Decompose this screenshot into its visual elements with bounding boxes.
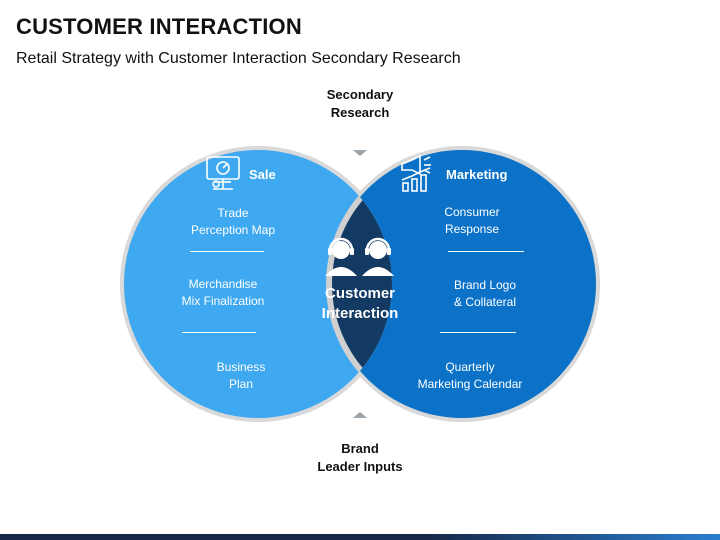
top-label-line1: Secondary	[326, 87, 394, 102]
bottom-pointer-icon	[353, 412, 367, 418]
sale-item-2-line1: Merchandise	[188, 277, 258, 291]
sale-heading: Sale	[249, 167, 276, 182]
footer-accent-bar	[0, 534, 720, 540]
top-label: Secondary Research	[300, 86, 420, 122]
sale-item-3-line1: Business	[216, 360, 266, 374]
marketing-item-1-line1: Consumer	[444, 205, 500, 219]
bottom-label-line1: Brand	[341, 441, 379, 456]
right-circle	[328, 150, 596, 418]
marketing-item-3-line2: Marketing Calendar	[417, 377, 523, 391]
top-label-line2: Research	[330, 105, 390, 120]
sale-item-1: Trade Perception Map	[158, 205, 308, 239]
bottom-label: Brand Leader Inputs	[300, 440, 420, 476]
top-pointer-icon	[353, 150, 367, 156]
sale-item-1-line1: Trade	[217, 206, 249, 220]
customer-support-headset-icon	[325, 237, 394, 276]
page-subtitle: Retail Strategy with Customer Interactio…	[16, 50, 461, 67]
center-label-line1: Customer	[324, 285, 395, 302]
marketing-heading: Marketing	[446, 167, 508, 182]
sale-item-1-line2: Perception Map	[190, 223, 276, 237]
marketing-item-2: Brand Logo & Collateral	[410, 277, 560, 311]
marketing-item-3: Quarterly Marketing Calendar	[395, 359, 545, 393]
marketing-divider-1	[448, 251, 524, 252]
left-circle	[124, 150, 392, 418]
center-label: Customer Interaction	[300, 284, 420, 324]
sale-divider-1	[190, 251, 264, 252]
presentation-board-icon	[206, 156, 240, 190]
marketing-item-2-line1: Brand Logo	[453, 278, 517, 292]
sale-item-2: Merchandise Mix Finalization	[148, 276, 298, 310]
marketing-item-3-line1: Quarterly	[445, 360, 495, 374]
marketing-item-2-line2: & Collateral	[453, 295, 517, 309]
megaphone-chart-icon	[401, 154, 431, 192]
sale-divider-2	[182, 332, 256, 333]
sale-item-3-line2: Plan	[228, 377, 254, 391]
center-label-line2: Interaction	[321, 305, 399, 322]
page-title: CUSTOMER INTERACTION	[16, 14, 302, 39]
sale-item-2-line2: Mix Finalization	[181, 294, 265, 308]
bottom-label-line2: Leader Inputs	[317, 459, 403, 474]
sale-item-3: Business Plan	[166, 359, 316, 393]
marketing-divider-2	[440, 332, 516, 333]
marketing-item-1-line2: Response	[444, 222, 500, 236]
marketing-item-1: Consumer Response	[397, 204, 547, 238]
